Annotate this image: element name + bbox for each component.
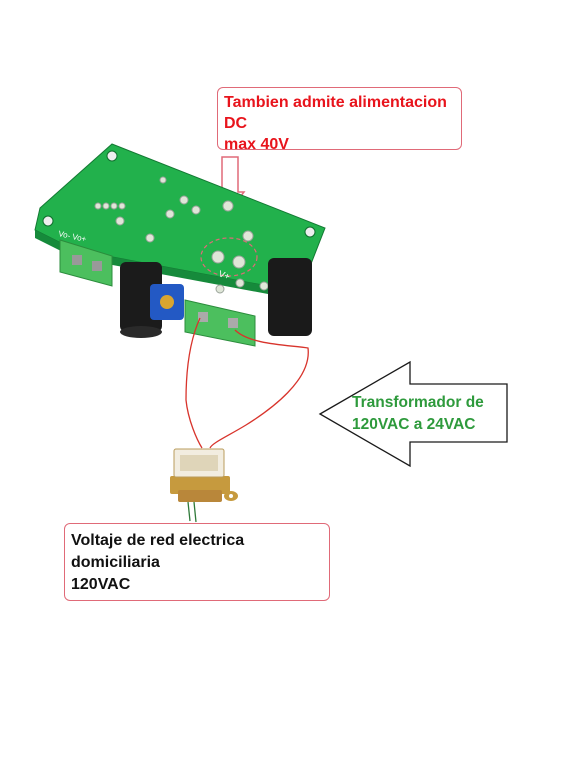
ac-wires bbox=[185, 317, 309, 449]
mains-voltage-callout-text: Voltaje de red electrica domiciliaria 12… bbox=[71, 532, 245, 593]
trimmer-potentiometer bbox=[150, 284, 184, 320]
mains-voltage-callout: Voltaje de red electrica domiciliaria 12… bbox=[64, 523, 330, 601]
ac-terminal-block bbox=[184, 299, 256, 347]
silkscreen-vin: V+ bbox=[217, 268, 231, 281]
silkscreen-ac-left: AC bbox=[189, 287, 205, 302]
output-terminal-block bbox=[59, 239, 113, 287]
capacitor-right bbox=[268, 258, 312, 336]
silkscreen-ac-right: AC bbox=[209, 293, 225, 308]
left-pointing-arrow bbox=[318, 360, 508, 468]
dc-input-callout: Tambien admite alimentacion DC max 40V bbox=[217, 87, 462, 153]
transformer bbox=[170, 448, 238, 523]
transformer-arrow-label: Transformador de 120VAC a 24VAC bbox=[352, 394, 484, 433]
dc-input-callout-text: Tambien admite alimentacion DC max 40V bbox=[224, 94, 447, 153]
